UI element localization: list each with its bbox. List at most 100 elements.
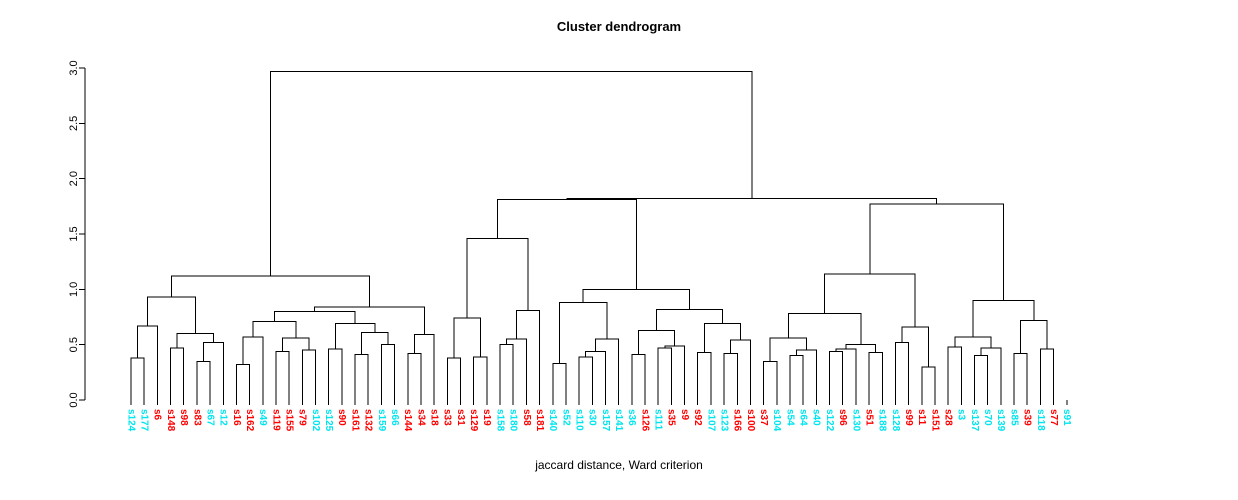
dendrogram-branch	[453, 317, 481, 358]
dendrogram-branch	[796, 349, 817, 400]
dendrogram-branch	[137, 325, 158, 400]
dendrogram-branch	[506, 338, 527, 400]
dendrogram-branch	[664, 345, 686, 400]
dendrogram-branch	[334, 323, 376, 350]
leaf-label: s11	[916, 409, 927, 426]
leaf-label: s181	[534, 409, 545, 432]
leaf-label: s122	[824, 409, 835, 432]
y-axis-tick-label: 2.5	[68, 116, 80, 131]
leaf-label: s119	[270, 409, 281, 431]
leaf-label: s125	[323, 409, 334, 432]
leaf-label: s85	[1008, 409, 1019, 426]
leaf-label: s180	[508, 409, 519, 432]
dendrogram-branch	[361, 331, 389, 355]
leaf-label: s90	[336, 409, 347, 426]
dendrogram-branch	[697, 351, 712, 400]
dendrogram-branch	[868, 351, 883, 400]
dendrogram-branch	[269, 70, 753, 277]
leaf-label: s141	[613, 409, 624, 432]
leaf-label: s54	[784, 409, 795, 426]
leaf-label: s96	[837, 409, 848, 426]
leaf-label: s28	[943, 409, 954, 426]
leaf-label: s110	[573, 409, 584, 431]
dendrogram-branch	[354, 354, 369, 400]
leaf-label: s98	[178, 409, 189, 426]
leaf-label: s118	[1035, 409, 1046, 431]
x-axis-caption: jaccard distance, Ward criterion	[535, 458, 703, 472]
leaf-label: s155	[284, 409, 295, 432]
dendrogram-branch	[566, 198, 938, 205]
dendrogram-branch	[446, 357, 461, 400]
leaf-label: s188	[877, 409, 888, 432]
leaf-label: s177	[139, 409, 150, 432]
leaf-label: s37	[758, 409, 769, 426]
dendrogram-branch	[176, 333, 214, 348]
leaf-label: s107	[705, 409, 716, 432]
dendrogram-branch	[497, 199, 637, 290]
page-title: Cluster dendrogram	[556, 19, 682, 34]
leaf-label: s70	[982, 409, 993, 426]
leaf-label: s67	[204, 409, 215, 426]
dendrogram-branch	[585, 350, 606, 400]
dendrogram-branch	[252, 320, 297, 339]
leaf-label: s158	[494, 409, 505, 432]
dendrogram-branch	[170, 275, 370, 308]
dendrogram-branch	[972, 299, 1035, 337]
dendrogram-branch	[657, 347, 672, 400]
leaf-label: s91	[1061, 409, 1072, 426]
leaf-label: s99	[903, 409, 914, 426]
leaf-label: s12	[218, 409, 229, 426]
leaf-label: s128	[890, 409, 901, 432]
dendrogram-branch	[730, 339, 751, 400]
leaf-label: s18	[428, 409, 439, 426]
leaf-label: s35	[666, 409, 677, 426]
dendrogram-branch	[921, 366, 936, 400]
leaf-label: s137	[969, 409, 980, 432]
leaf-label: s36	[626, 409, 637, 426]
dendrogram-branch	[1020, 319, 1048, 354]
dendrogram-branch	[637, 329, 676, 355]
dendrogram-branch	[869, 203, 1004, 301]
leaf-label: s148	[165, 409, 176, 432]
leaf-label: s79	[297, 409, 308, 426]
y-axis-tick-label: 0.0	[68, 392, 80, 407]
dendrogram-branch	[789, 355, 804, 400]
y-axis-tick-label: 1.5	[68, 226, 80, 241]
dendrogram-branches	[130, 70, 1055, 400]
leaf-label: s126	[639, 409, 650, 432]
leaf-label: s40	[811, 409, 822, 426]
dendrogram-branch	[146, 296, 196, 334]
dendrogram-branch	[595, 338, 620, 400]
leaf-label: s9	[679, 409, 690, 421]
leaf-label: s166	[732, 409, 743, 432]
leaf-label: s19	[481, 409, 492, 426]
leaf-label: s77	[1048, 409, 1059, 426]
leaf-label: s52	[560, 409, 571, 426]
y-axis-tick-label: 3.0	[68, 60, 80, 75]
dendrogram-branch	[845, 344, 877, 353]
dendrogram-branch	[656, 308, 723, 331]
dendrogram-branch	[947, 346, 962, 400]
leaf-label: s123	[718, 409, 729, 432]
dendrogram-branch	[558, 302, 608, 364]
dendrogram-branch	[582, 288, 691, 310]
dendrogram-branch	[473, 356, 488, 400]
dendrogram-branch	[980, 347, 1002, 400]
leaf-label: s139	[995, 409, 1006, 432]
leaf-label: s159	[376, 409, 387, 432]
dendrogram-branch	[769, 337, 807, 362]
dendrogram-branch	[552, 362, 567, 400]
dendrogram-branch	[202, 341, 224, 400]
dendrogram-branch	[273, 310, 356, 324]
dendrogram-branch	[703, 323, 742, 353]
leaf-label: s129	[468, 409, 479, 432]
leaf-label: s124	[125, 409, 136, 432]
dendrogram-branch	[894, 341, 910, 400]
leaf-label: s64	[798, 409, 809, 426]
y-axis: 0.00.51.01.52.02.53.0	[68, 60, 86, 408]
leaf-label: s102	[310, 409, 321, 432]
dendrogram-branch	[301, 349, 317, 400]
